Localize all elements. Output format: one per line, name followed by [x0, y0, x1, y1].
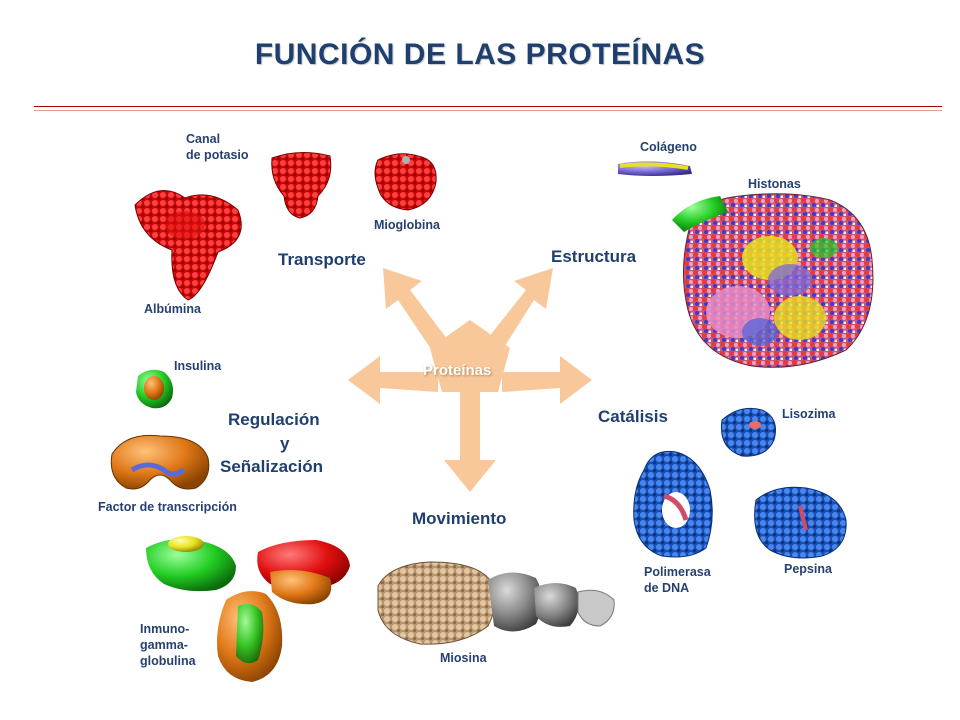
label-albumina: Albúmina: [144, 302, 201, 316]
label-pepsina: Pepsina: [784, 562, 832, 576]
category-senalizacion: Señalización: [220, 457, 323, 476]
center-label: Proteínas: [423, 362, 492, 379]
label-polimerasa: Polimerasa: [644, 565, 711, 579]
center-arrows: [348, 268, 592, 492]
category-estructura: Estructura: [551, 247, 637, 266]
label-mioglobina: Mioglobina: [374, 218, 440, 232]
colageno-structure: [618, 161, 692, 176]
label-inmuno: Inmuno-: [140, 622, 190, 636]
histonas-structure: [672, 193, 874, 368]
category-regulacion: Regulación: [228, 410, 320, 429]
label-canal: Canal: [186, 132, 221, 146]
label-insulina: Insulina: [174, 359, 222, 373]
label-canal-potasio: de potasio: [186, 148, 249, 162]
label-miosina: Miosina: [440, 651, 487, 665]
polimerasa-structure: [633, 450, 713, 558]
miosina-structure: [377, 561, 615, 645]
label-gamma: gamma-: [140, 638, 188, 652]
title-divider: [34, 106, 942, 107]
label-factor-transcripcion: Factor de transcripción: [98, 500, 237, 514]
insulina-structure: [136, 369, 173, 409]
category-regulacion-y: y: [280, 434, 290, 453]
factor-transcripcion-structure: [110, 434, 210, 490]
inmunoglobulina-structure: [146, 536, 350, 682]
label-globulina: globulina: [140, 654, 196, 668]
label-lisozima: Lisozima: [782, 407, 836, 421]
category-catalisis: Catálisis: [598, 407, 668, 426]
canal-potasio-structure: [271, 152, 332, 219]
mioglobina-structure: [374, 153, 437, 211]
label-histonas: Histonas: [748, 177, 801, 191]
lisozima-structure: [720, 407, 776, 457]
label-polimerasa-dna: de DNA: [644, 581, 690, 595]
albumina-structure: [134, 190, 242, 301]
label-colageno: Colágeno: [640, 140, 697, 154]
title-divider-light: [34, 110, 942, 111]
page-title: FUNCIÓN DE LAS PROTEÍNAS: [254, 38, 706, 71]
category-transporte: Transporte: [278, 250, 366, 269]
category-movimiento: Movimiento: [412, 509, 507, 528]
pepsina-structure: [754, 486, 847, 559]
